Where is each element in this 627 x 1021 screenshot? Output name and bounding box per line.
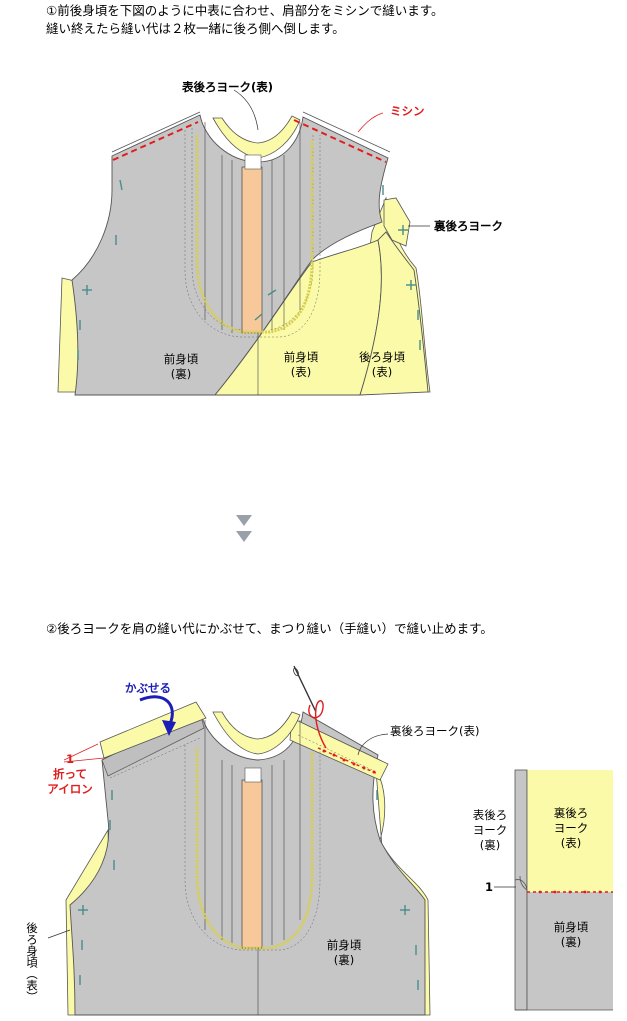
label-back-body-vertical: 後ろ身頃（表） xyxy=(25,922,39,1003)
label-inner-back-yoke-right: 裏後ろヨーク(表) xyxy=(390,724,480,738)
outer-back-yoke-band xyxy=(99,701,207,759)
outer-back-yoke xyxy=(212,115,301,159)
label-fold-line1: 折って xyxy=(53,767,87,781)
label-inner-back-yoke: 裏後ろヨーク xyxy=(434,219,503,233)
step1-instruction-line1: ①前後身頃を下図のように中表に合わせ、肩部分をミシンで縫います。 xyxy=(46,3,444,18)
detail-label-inner-yoke: 裏後ろ ヨーク (表) xyxy=(542,806,600,851)
pleat-lines xyxy=(204,122,301,395)
label-front-body-right-line2: (表) xyxy=(290,365,312,379)
label-front-body-wrong-2-line1: 前身頃 xyxy=(326,938,362,952)
label-cover: かぶせる xyxy=(125,681,171,695)
label-fold-number: 1 xyxy=(65,752,74,766)
detail-label-number: 1 xyxy=(485,880,494,894)
back-body-right-side xyxy=(359,231,429,396)
slip-stitch xyxy=(317,747,379,775)
label-front-body-wrong-2-line2: (裏) xyxy=(333,953,355,967)
label-outer-back-yoke: 表後ろヨーク(表) xyxy=(182,80,274,94)
needle-icon xyxy=(293,665,327,749)
detail-diagram xyxy=(494,769,613,1011)
machine-stitch-right xyxy=(293,119,387,163)
label-fold-iron: 1 折って アイロン xyxy=(40,752,100,797)
curved-arrow-icon xyxy=(139,695,176,736)
label-back-body-right-line1: 後ろ身頃 xyxy=(359,350,405,364)
step1-instruction-line2: 縫い終えたら縫い代は２枚一緒に後ろ側へ倒します。 xyxy=(46,21,345,36)
detail-inner-yoke-line3: (表) xyxy=(560,836,582,850)
label-front-body-wrong-line2: (裏) xyxy=(170,367,192,381)
label-machine-stitch: ミシン xyxy=(390,104,425,118)
label-back-body-right: 後ろ身頃 (表) xyxy=(352,350,412,380)
label-front-body-wrong: 前身頃 (裏) xyxy=(155,352,207,382)
zigzag-seam xyxy=(195,135,314,334)
detail-label-front: 前身頃 (裏) xyxy=(542,920,600,950)
detail-front-line2: (裏) xyxy=(560,935,582,949)
step2-instruction: ②後ろヨークを肩の縫い代にかぶせて、まつり縫い（手縫い）で縫い止めます。 xyxy=(46,621,493,636)
label-front-body-right-line1: 前身頃 xyxy=(283,350,319,364)
detail-outer-yoke-line3: (裏) xyxy=(479,838,501,852)
alignment-marks xyxy=(77,179,421,360)
detail-label-outer-yoke: 表後ろ ヨーク (裏) xyxy=(466,808,514,853)
front-body-wrong-side xyxy=(71,114,389,396)
detail-inner-yoke-line2: ヨーク xyxy=(553,821,589,835)
detail-front-line1: 前身頃 xyxy=(553,920,589,934)
machine-stitch-left xyxy=(112,121,199,161)
label-front-body-wrong-line1: 前身頃 xyxy=(163,352,199,366)
label-fold-line2: アイロン xyxy=(47,782,93,796)
label-front-body-wrong-2: 前身頃 (裏) xyxy=(318,938,370,968)
label-back-body-right-line2: (表) xyxy=(371,365,393,379)
detail-inner-yoke-line1: 裏後ろ xyxy=(553,806,589,820)
detail-outer-yoke-line1: 表後ろ xyxy=(472,808,508,822)
detail-outer-yoke-line2: ヨーク xyxy=(472,823,508,837)
label-front-body-right: 前身頃 (表) xyxy=(275,350,327,380)
